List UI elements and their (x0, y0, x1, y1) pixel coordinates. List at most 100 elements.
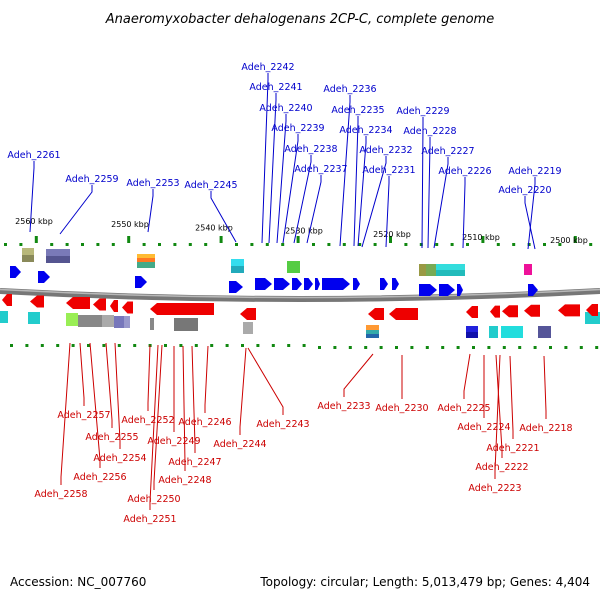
scale-tick (466, 243, 469, 246)
feature-box (137, 254, 155, 258)
gene-label: Adeh_2228 (403, 126, 456, 137)
scale-tick (111, 243, 115, 246)
label-leader-line (543, 355, 547, 419)
scale-tick (194, 344, 198, 347)
gene-label: Adeh_2252 (121, 415, 174, 426)
gene-label: Adeh_2224 (457, 422, 510, 433)
scale-tick (481, 236, 485, 243)
scale-tick (40, 344, 44, 347)
scale-tick (235, 243, 238, 246)
forward-gene-arrow (135, 276, 147, 288)
gene-label: Adeh_2219 (508, 166, 561, 177)
reverse-gene-arrow (466, 306, 478, 318)
feature-box (102, 315, 114, 327)
scale-ticks (4, 236, 599, 349)
label-leader-line (462, 177, 466, 249)
feature-box (436, 264, 465, 270)
scale-tick (395, 346, 398, 349)
feature-box (466, 332, 478, 338)
feature-box (150, 318, 154, 330)
feature-box (426, 264, 436, 276)
reverse-gene-arrow (93, 298, 106, 311)
feature-box (366, 330, 379, 334)
scale-tick (25, 344, 29, 347)
forward-gene-arrow (322, 278, 350, 290)
label-leader-line (268, 93, 277, 244)
scale-tick (595, 346, 599, 349)
ruler-label: 2510 kbp (462, 233, 500, 242)
scale-tick (296, 236, 300, 243)
label-leader-line (306, 175, 322, 244)
scale-tick (96, 243, 100, 246)
gene-label: Adeh_2250 (127, 494, 180, 505)
scale-tick (56, 344, 60, 347)
scale-tick (312, 243, 315, 246)
gene-label: Adeh_2222 (475, 462, 528, 473)
scale-tick (456, 346, 460, 349)
gene-label: Adeh_2238 (284, 144, 337, 155)
gene-label: Adeh_2243 (256, 419, 309, 430)
scale-tick (10, 344, 13, 347)
gene-label: Adeh_2235 (331, 105, 384, 116)
scale-tick (164, 344, 167, 347)
scale-tick (318, 346, 321, 349)
reverse-gene-arrow (502, 305, 518, 318)
forward-gene-arrow (304, 278, 313, 290)
feature-box (538, 326, 551, 338)
ruler-label: 2550 kbp (111, 220, 149, 229)
forward-gene-arrow (380, 278, 388, 290)
scale-tick (281, 243, 285, 246)
scale-tick (271, 344, 275, 347)
gene-label: Adeh_2223 (468, 483, 521, 494)
gene-label: Adeh_2249 (147, 436, 200, 447)
forward-gene-arrow (38, 271, 50, 283)
ruler-label: 2520 kbp (373, 230, 411, 239)
feature-box (124, 316, 130, 328)
label-leader-line (293, 155, 312, 244)
feature-box (489, 326, 498, 338)
feature-box (501, 326, 523, 338)
scale-tick (348, 346, 352, 349)
reverse-gene-arrow (490, 305, 500, 318)
gene-label: Adeh_2255 (85, 432, 138, 443)
scale-tick (573, 236, 577, 243)
scale-tick (81, 243, 84, 246)
label-leader-line (239, 347, 247, 435)
label-leader-line (29, 161, 35, 233)
label-leader-line (247, 347, 284, 415)
forward-gene-arrow (439, 284, 455, 296)
forward-gene-arrow (292, 278, 302, 290)
reverse-strand-features (0, 311, 600, 338)
feature-box (137, 258, 155, 262)
forward-gene-arrow (392, 278, 399, 290)
reverse-gene-arrow (389, 308, 418, 320)
gene-label: Adeh_2241 (249, 82, 302, 93)
feature-box (0, 311, 8, 323)
gene-label: Adeh_2220 (498, 185, 551, 196)
reverse-gene-arrow (586, 304, 598, 316)
label-leader-line (427, 137, 431, 249)
scale-tick (425, 346, 429, 349)
gene-label: Adeh_2254 (93, 453, 146, 464)
feature-box (22, 255, 34, 262)
forward-gene-arrow (229, 281, 243, 293)
forward-gene-arrow (353, 278, 360, 290)
reverse-gene-arrow (558, 304, 580, 317)
gene-label: Adeh_2246 (178, 417, 231, 428)
gene-label: Adeh_2251 (123, 514, 176, 525)
label-leader-line (495, 354, 503, 458)
forward-gene-arrow (255, 278, 272, 290)
label-leader-line (463, 353, 471, 399)
feature-box (524, 264, 532, 275)
gene-label: Adeh_2248 (158, 475, 211, 486)
reverse-gene-arrow (30, 295, 44, 308)
feature-box (436, 270, 465, 276)
feature-box (174, 318, 198, 331)
scale-tick (589, 243, 593, 246)
scale-tick (502, 346, 506, 349)
gene-label: Adeh_2258 (34, 489, 87, 500)
scale-tick (533, 346, 537, 349)
scale-tick (558, 243, 562, 246)
gene-label: Adeh_2229 (396, 106, 449, 117)
